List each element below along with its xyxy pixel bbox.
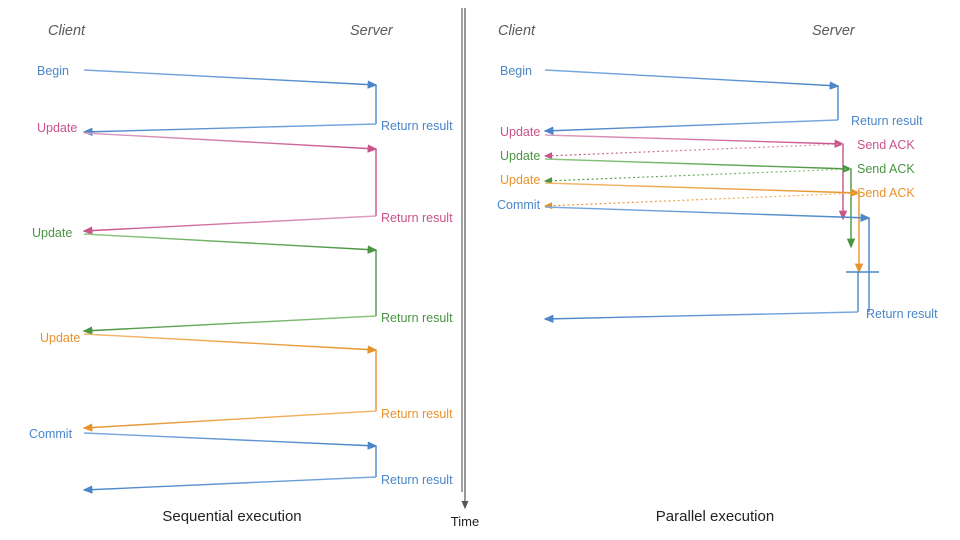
server-reply-label: Return result — [851, 114, 923, 128]
lane-title-client: Client — [498, 23, 536, 39]
time-axis-label: Time — [451, 514, 479, 529]
request-arrow — [83, 333, 378, 354]
server-reply-label: Return result — [381, 473, 453, 487]
client-message-label: Begin — [500, 64, 532, 78]
client-message-label: Commit — [497, 198, 541, 212]
ack-arrow — [543, 143, 844, 160]
client-message-label: Update — [500, 173, 540, 187]
client-message-label: Update — [37, 121, 77, 135]
server-reply-label: Return result — [381, 407, 453, 421]
panel-caption: Parallel execution — [656, 508, 774, 525]
time-axis: Time — [451, 8, 479, 529]
client-message-label: Update — [500, 125, 540, 139]
request-arrow — [544, 69, 840, 90]
reply-arrow — [82, 476, 377, 494]
reply-arrow — [82, 315, 377, 335]
client-message-label: Update — [40, 331, 80, 345]
lane-title-server: Server — [812, 23, 856, 39]
reply-arrow — [82, 410, 377, 432]
server-ack-label: Send ACK — [857, 138, 915, 152]
client-message-label: Commit — [29, 427, 73, 441]
reply-arrow — [543, 311, 859, 324]
request-arrow — [83, 233, 378, 254]
server-ack-label: Send ACK — [857, 186, 915, 200]
reply-arrow — [82, 215, 377, 235]
server-reply-label: Return result — [381, 311, 453, 325]
lane-title-client: Client — [48, 23, 86, 39]
panel-caption: Sequential execution — [162, 508, 301, 525]
client-message-label: Begin — [37, 64, 69, 78]
server-reply-label: Return result — [381, 211, 453, 225]
client-message-label: Update — [500, 149, 540, 163]
reply-arrow — [82, 123, 377, 136]
request-arrow — [544, 206, 871, 222]
request-arrow — [544, 134, 845, 148]
request-arrow — [544, 182, 861, 197]
server-reply-label: Return result — [866, 307, 938, 321]
reply-arrow — [543, 119, 839, 135]
request-arrow — [83, 432, 378, 450]
request-arrow — [83, 69, 378, 89]
ack-arrow — [543, 192, 860, 210]
request-arrow — [544, 158, 853, 173]
client-message-label: Update — [32, 226, 72, 240]
server-ack-label: Send ACK — [857, 162, 915, 176]
ack-arrow — [543, 168, 852, 185]
lane-title-server: Server — [350, 23, 394, 39]
request-arrow — [83, 132, 378, 153]
server-reply-label: Return result — [381, 119, 453, 133]
